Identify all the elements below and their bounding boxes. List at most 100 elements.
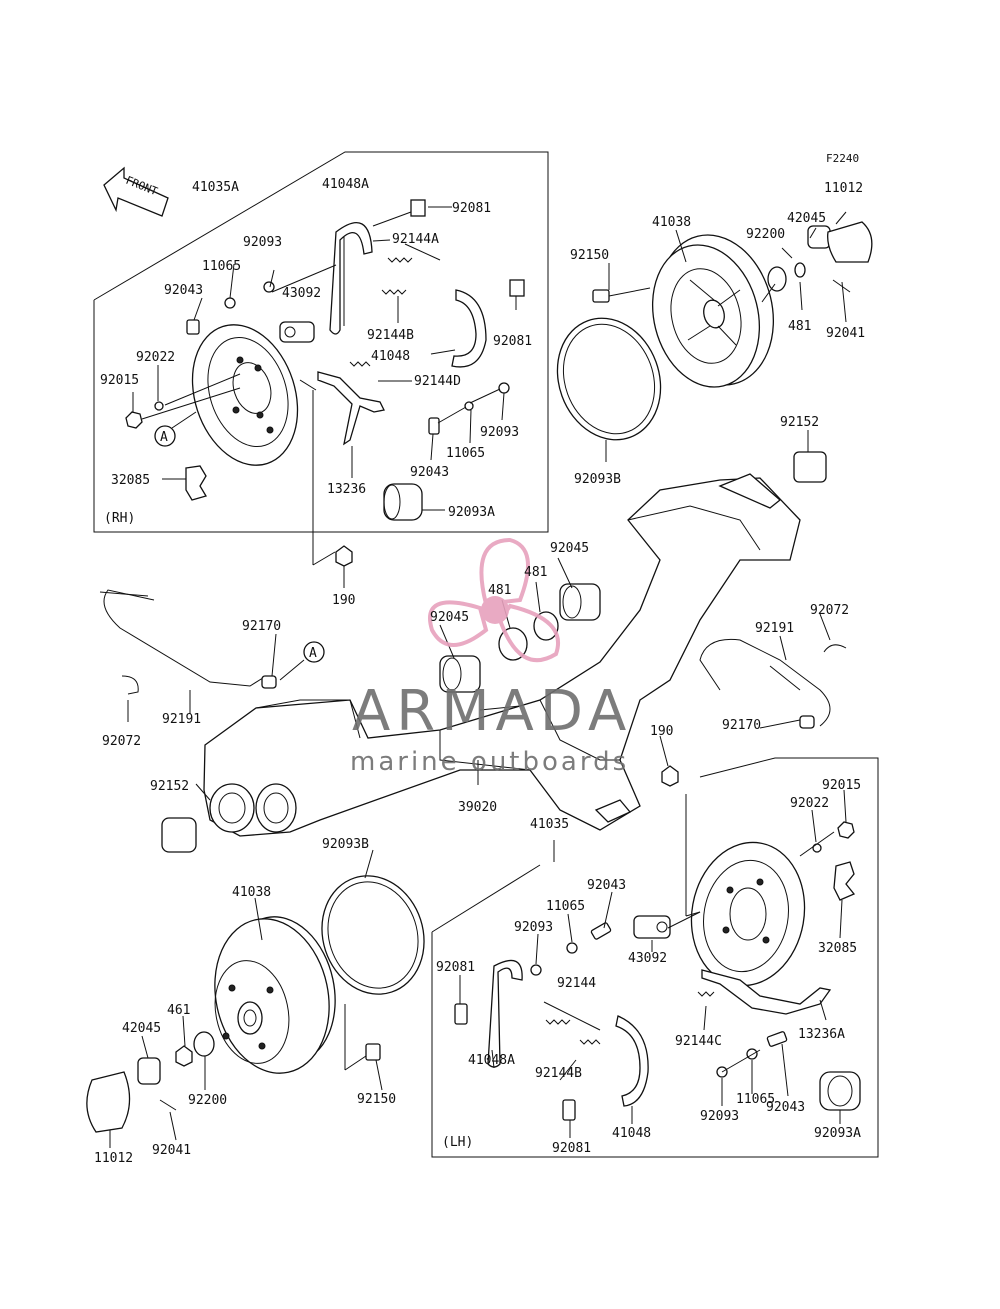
part-label: 92144D — [414, 374, 461, 389]
part-label: 39020 — [458, 800, 497, 815]
part-label: 92045 — [550, 541, 589, 556]
part-label: 13236 — [327, 482, 366, 497]
part-label: 41038 — [232, 885, 271, 900]
rh-wheel-cylinder — [279, 321, 315, 343]
part-label: 92144A — [392, 232, 439, 247]
part-label: 43092 — [282, 286, 321, 301]
part-label: 92081 — [493, 334, 532, 349]
drum-bottom-seal-ring — [321, 875, 425, 995]
rh-backing-plate — [191, 324, 299, 466]
part-label: 92072 — [102, 734, 141, 749]
bottom-hub-hardware — [86, 1031, 381, 1133]
part-label: 92081 — [436, 960, 475, 975]
part-label: 92015 — [822, 778, 861, 793]
part-label: 190 — [332, 593, 355, 608]
part-label: 92045 — [430, 610, 469, 625]
lh-label: (LH) — [442, 1135, 473, 1150]
part-label: 11065 — [446, 446, 485, 461]
axle-housing — [203, 473, 801, 837]
part-label: 42045 — [122, 1021, 161, 1036]
figure-code: F2240 — [826, 152, 859, 165]
part-label: 92093A — [448, 505, 495, 520]
lh-group-frame — [431, 757, 879, 1158]
part-label: 92043 — [164, 283, 203, 298]
bottom-drum-leader-lines — [109, 849, 383, 1148]
part-label: 92043 — [766, 1100, 805, 1115]
rh-lever — [317, 371, 385, 446]
callout-a-rh: A — [160, 430, 168, 445]
part-label: 92043 — [410, 465, 449, 480]
part-label: 92152 — [780, 415, 819, 430]
lh-small-hardware — [454, 821, 861, 1121]
part-label: 190 — [650, 724, 673, 739]
part-label: 92022 — [136, 350, 175, 365]
part-label: 92200 — [746, 227, 785, 242]
part-label: 92041 — [152, 1143, 191, 1158]
part-label: 41035 — [530, 817, 569, 832]
part-label: 11065 — [736, 1092, 775, 1107]
part-label: 92093 — [700, 1109, 739, 1124]
front-arrow-icon: FRONT — [103, 166, 169, 217]
rh-clips — [410, 199, 525, 297]
part-labels: F2240 (RH) (LH) 41035A 41048A 92081 9214… — [94, 152, 865, 1166]
rh-callout-A: A — [154, 425, 176, 447]
part-label: 92144B — [535, 1066, 582, 1081]
part-label: 92200 — [188, 1093, 227, 1108]
rh-group-frame — [93, 151, 549, 533]
part-label: 481 — [524, 565, 547, 580]
part-label: 11065 — [202, 259, 241, 274]
part-label: 92093A — [814, 1126, 861, 1141]
lh-wheel-cylinder — [633, 915, 671, 939]
part-label: 11012 — [824, 181, 863, 196]
lh-springs — [545, 991, 715, 1045]
part-label: 92081 — [552, 1141, 591, 1156]
part-label: 41048 — [612, 1126, 651, 1141]
part-label: 92041 — [826, 326, 865, 341]
rh-small-hardware — [125, 281, 510, 521]
part-label: 92043 — [587, 878, 626, 893]
part-label: 92144B — [367, 328, 414, 343]
part-label: 92093B — [574, 472, 621, 487]
part-label: 92150 — [570, 248, 609, 263]
part-label: 481 — [488, 583, 511, 598]
rh-label: (RH) — [104, 511, 135, 526]
rh-leader-lines — [132, 206, 517, 566]
part-label: 32085 — [818, 941, 857, 956]
part-label: 11065 — [546, 899, 585, 914]
part-label: 41035A — [192, 180, 239, 195]
part-label: 92015 — [100, 373, 139, 388]
part-label: 92093B — [322, 837, 369, 852]
part-label: 481 — [788, 319, 811, 334]
part-label: 92081 — [452, 201, 491, 216]
part-label: 42045 — [787, 211, 826, 226]
rh-brake-shoe-lower — [451, 289, 487, 368]
part-label: 461 — [167, 1003, 190, 1018]
watermark-brand: ARMADA — [352, 679, 632, 744]
propeller-icon — [428, 537, 560, 663]
watermark-logo: ARMADA marine outboards — [350, 537, 632, 777]
callout-a-circle-hose: A — [303, 641, 325, 663]
housing-bolts — [335, 545, 679, 787]
part-label: 92144 — [557, 976, 596, 991]
lh-brake-shoe-upper — [487, 959, 523, 1068]
part-label: 11012 — [94, 1151, 133, 1166]
watermark-tagline: marine outboards — [350, 747, 629, 777]
lh-backing-plate — [690, 841, 806, 987]
part-label: 92150 — [357, 1092, 396, 1107]
part-label: 92170 — [242, 619, 281, 634]
callout-a-hose: A — [309, 646, 317, 661]
part-label: 41038 — [652, 215, 691, 230]
part-label: 41048A — [322, 177, 369, 192]
part-label: 92170 — [722, 718, 761, 733]
lh-leader-lines — [459, 789, 847, 1138]
lh-brake-shoe-lower — [615, 1015, 649, 1107]
drum-top — [651, 234, 775, 388]
part-label: 92093 — [514, 920, 553, 935]
part-label: 92093 — [243, 235, 282, 250]
rh-brake-shoe-upper — [329, 222, 373, 335]
part-label: 92152 — [150, 779, 189, 794]
part-label: 92144C — [675, 1034, 722, 1049]
drum-bottom — [214, 916, 336, 1074]
lh-lever — [701, 969, 832, 1015]
